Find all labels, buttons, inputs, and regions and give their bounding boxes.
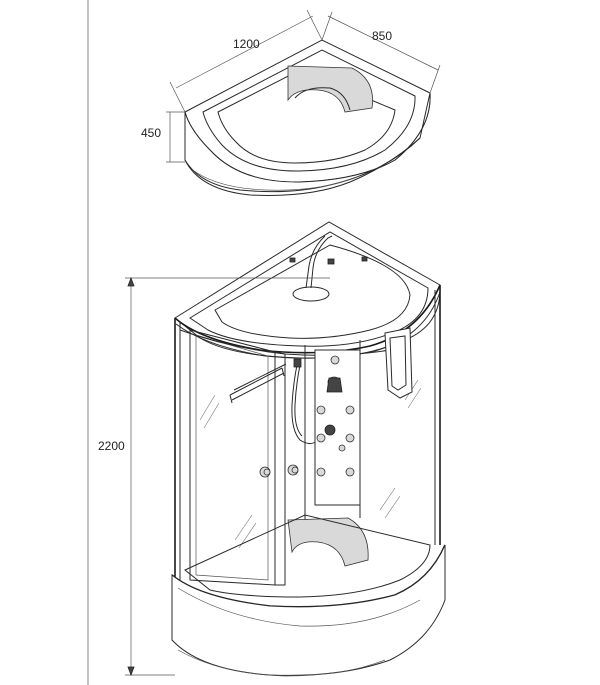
jet-2 <box>345 405 355 415</box>
dim-450-label: 450 <box>141 126 161 140</box>
mixer-lever <box>326 377 343 393</box>
hand-shower-hose <box>291 364 321 444</box>
shower-tray: 1200 850 450 <box>141 9 441 196</box>
shower-cabin: 2200 <box>98 221 446 677</box>
jet-1 <box>316 405 326 415</box>
tray-seat-edge <box>294 87 351 111</box>
cabin-tray-inner <box>184 514 431 598</box>
roof-fan <box>327 258 335 265</box>
cabin-base-line <box>177 649 386 677</box>
towel-rail <box>229 363 287 404</box>
hand-shower-holder <box>293 358 302 368</box>
mirror-shelf-inner <box>389 335 407 391</box>
column-jet-top <box>330 355 340 365</box>
dim-450: 450 <box>141 111 185 163</box>
cabin-seat <box>287 517 369 567</box>
tray-skirt <box>184 92 431 193</box>
control-panel-body <box>314 349 361 506</box>
jet-3 <box>316 433 326 443</box>
jet-5 <box>316 467 326 477</box>
roof-speaker <box>289 257 296 263</box>
mirror-shelf <box>384 327 413 399</box>
cabin-roof-dome <box>214 244 411 339</box>
tray-rim-inner <box>202 49 416 172</box>
tray-seat <box>287 65 373 113</box>
column-jet-mid <box>338 444 346 452</box>
door-left-inner <box>195 334 269 581</box>
door-left-panel <box>189 329 276 586</box>
dim-1200: 1200 <box>169 9 323 113</box>
hand-shower-hose-2 <box>294 364 303 437</box>
dim-1200-label: 1200 <box>233 37 260 51</box>
dim-850: 850 <box>321 11 441 94</box>
jet-6 <box>345 467 355 477</box>
tray-skirt-line <box>189 167 361 191</box>
door-right-panel <box>274 351 286 586</box>
cabin-base-curve <box>177 587 421 627</box>
cabin-base-skirt <box>171 544 446 676</box>
jet-4 <box>345 433 355 443</box>
rain-shower-arm-2 <box>305 235 326 289</box>
door-handles <box>259 464 299 478</box>
tray-skirt-bottom <box>184 137 421 196</box>
dim-850-label: 850 <box>372 29 392 43</box>
roof-light <box>361 256 368 262</box>
cabin-roof-inner <box>189 231 429 347</box>
rain-shower-head <box>292 286 330 302</box>
rain-shower-arm <box>310 235 333 289</box>
dim-2200-label: 2200 <box>98 439 125 453</box>
control-panel <box>314 349 361 506</box>
tray-basin <box>217 69 396 164</box>
diverter-knob <box>324 424 336 436</box>
dim-2200: 2200 <box>98 276 330 677</box>
